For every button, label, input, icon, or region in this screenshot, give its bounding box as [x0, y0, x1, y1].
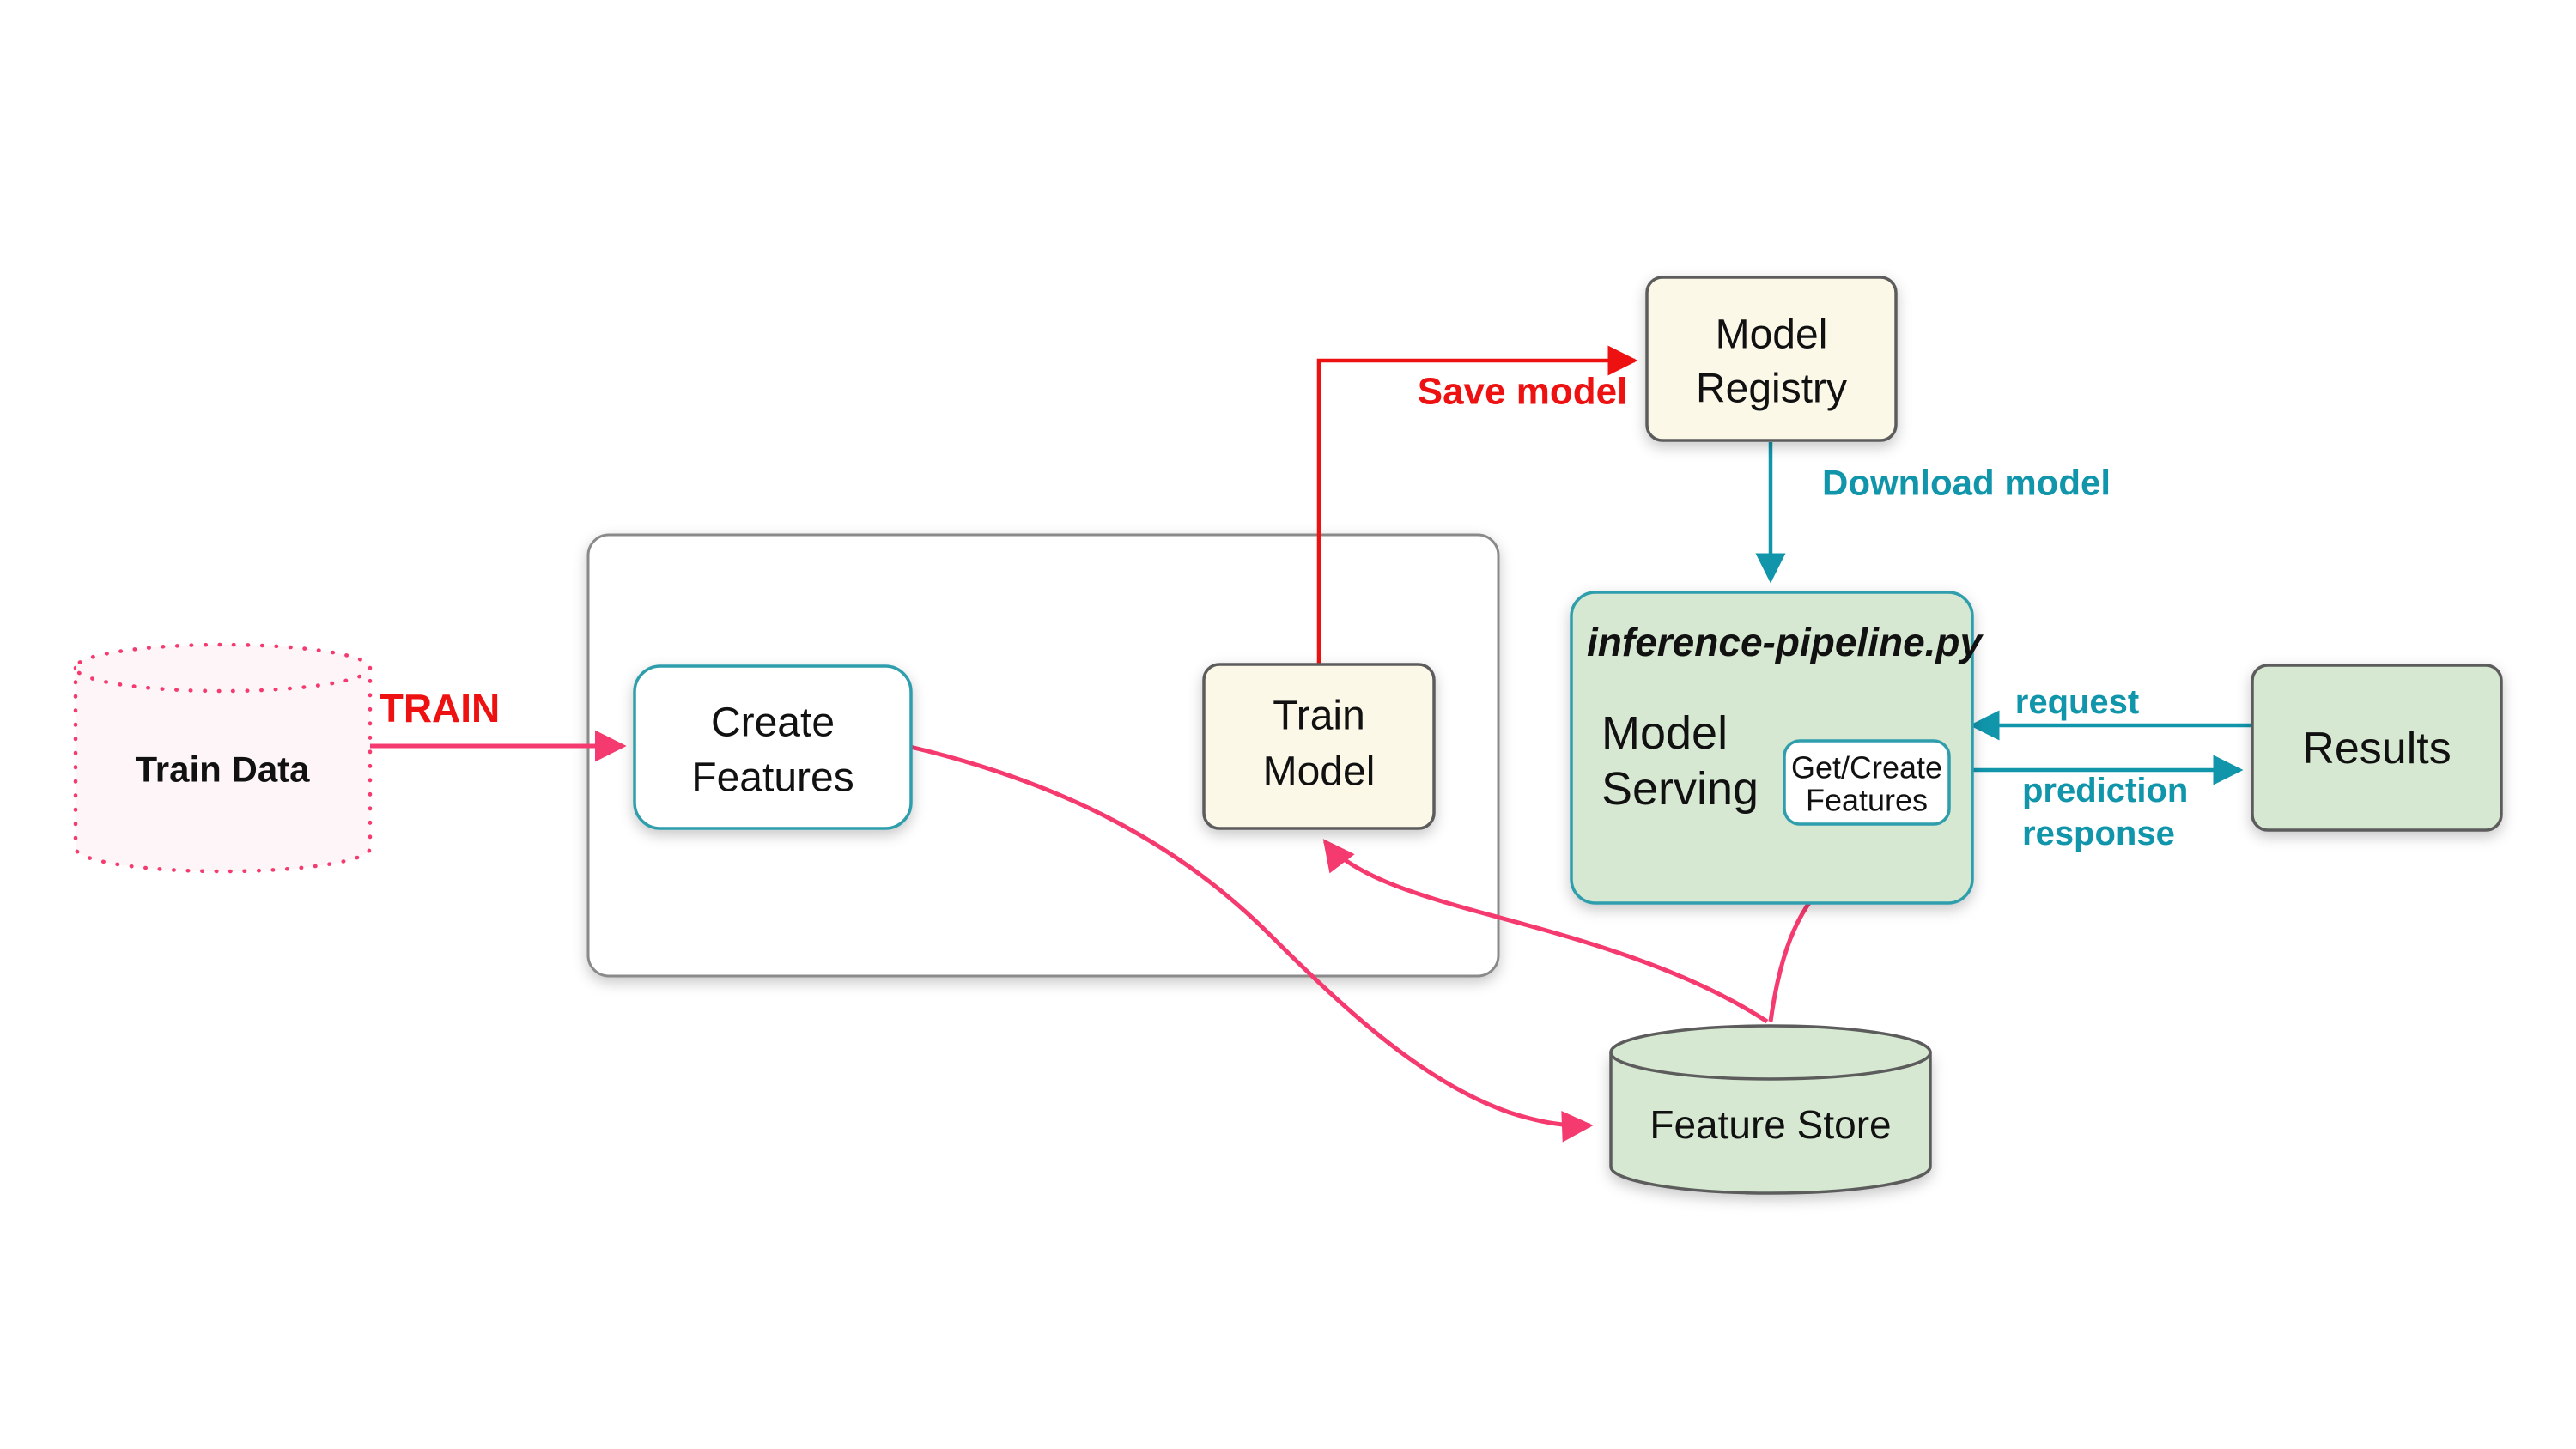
node-create-features: Create Features [633, 664, 913, 830]
edge-feature-store-to-train-model [1322, 839, 1769, 1024]
node-results: Results [2251, 664, 2503, 832]
get-create-features-label-line2: Features [1806, 783, 1928, 818]
create-features-label-line1: Create [711, 700, 835, 746]
model-registry-label-line1: Model [1716, 312, 1828, 358]
save-model-edge-label: Save model [1418, 371, 1628, 413]
model-serving-label-line2: Serving [1601, 763, 1759, 815]
node-model-registry: Model Registry [1645, 276, 1898, 442]
model-registry-label-line2: Registry [1696, 367, 1847, 412]
feature-store-label: Feature Store [1649, 1102, 1891, 1147]
get-create-features-label-line1: Get/Create [1791, 750, 1942, 785]
train-data-label: Train Data [135, 749, 310, 790]
train-model-label-line1: Train [1273, 694, 1365, 739]
node-inference-pipeline: inference-pipeline.py Model Serving Get/… [1570, 591, 1984, 905]
request-edge-label: request [2015, 683, 2140, 721]
inference-pipeline-title: inference-pipeline.py [1587, 620, 1984, 664]
download-model-edge-label: Download model [1822, 463, 2111, 503]
training-pipeline-container [586, 533, 1500, 978]
node-feature-store: Feature Store [1609, 1024, 1932, 1195]
node-train-model: Train Model [1202, 663, 1436, 830]
edge-train-model-to-model-registry [1316, 345, 1638, 664]
prediction-edge-label-line1: prediction [2022, 772, 2188, 809]
results-label: Results [2302, 724, 2451, 773]
node-train-data: Train Data [73, 642, 373, 874]
create-features-label-line2: Features [691, 755, 854, 801]
prediction-edge-label-line2: response [2022, 815, 2175, 852]
train-model-label-line2: Model [1263, 749, 1376, 795]
node-get-create-features: Get/Create Features [1783, 739, 1951, 826]
train-edge-label: TRAIN [380, 686, 501, 731]
edge-create-features-to-feature-store [909, 744, 1594, 1143]
model-serving-label-line1: Model [1601, 707, 1728, 759]
